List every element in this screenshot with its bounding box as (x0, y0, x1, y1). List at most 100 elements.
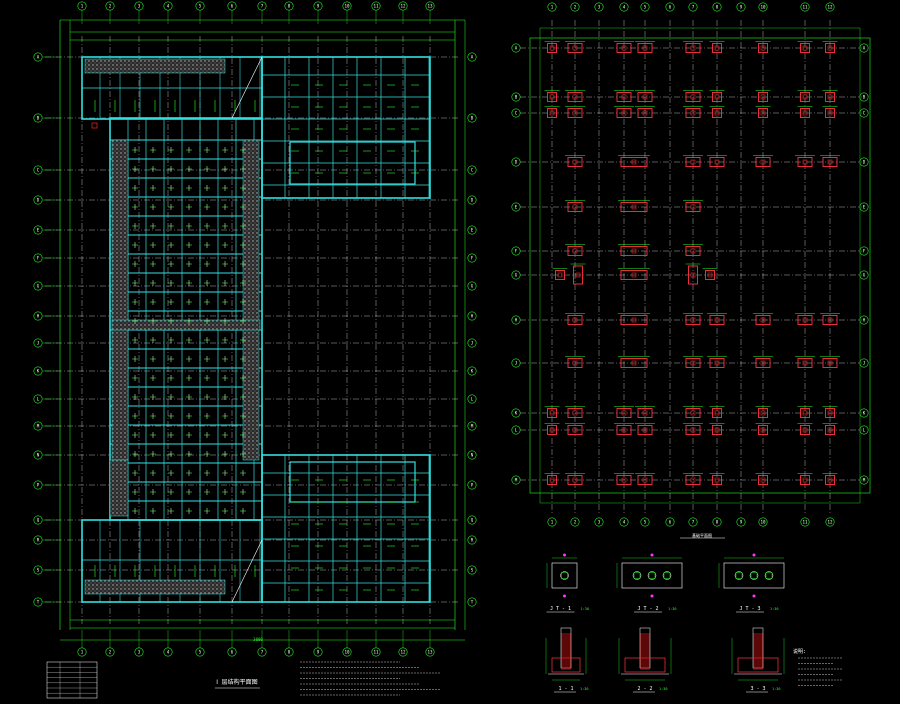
plan-right-top-axis-bubble-circle (758, 2, 768, 12)
plan-right-side-axis-bubble-circle (511, 202, 521, 212)
footing (637, 475, 653, 485)
plan-right-bottom-axis-bubble-circle (640, 517, 650, 527)
plan-right-side-axis-bubble-label: A (515, 46, 518, 51)
plan-right-bottom-axis-bubble-circle (758, 517, 768, 527)
footing (555, 270, 565, 280)
foundation-frame (539, 27, 861, 504)
footing (567, 425, 583, 435)
plan-right-side-axis-bubble-label: B (515, 95, 518, 100)
plan-left-top-axis-bubble-label: 10 (344, 4, 350, 9)
structural-outline (289, 141, 416, 185)
footing (755, 315, 771, 325)
plan-right-side-axis-bubble-label: E (515, 205, 518, 210)
plan-left-bottom-axis-bubble-label: 11 (373, 650, 379, 655)
notes-heading: 说明: (793, 648, 806, 655)
footing (547, 108, 557, 118)
footing-column (714, 360, 720, 366)
section-scale: 1:30 (659, 687, 667, 691)
plan-right-bottom-axis-bubble-circle (825, 517, 835, 527)
footing (705, 270, 715, 280)
plan-right-top-axis-bubble-label: 9 (740, 5, 743, 10)
plan-left-side-axis-bubble-label: T (37, 600, 40, 605)
section-label: 2 - 2 (637, 686, 652, 692)
footing-column (631, 317, 637, 323)
section-label: 1 - 1 (558, 686, 573, 692)
plan-left-bottom-axis-bubble-label: 6 (231, 650, 234, 655)
footing (567, 108, 583, 118)
plan-right-side-axis-bubble-label: K (863, 411, 866, 416)
plan-left-side-axis-bubble-label: P (471, 483, 474, 488)
plan-right-bottom-axis-bubble-label: 11 (802, 520, 808, 525)
footing-column (572, 248, 578, 254)
plan-left-side-axis-bubble-circle (467, 225, 477, 235)
footing-column (760, 360, 766, 366)
plan-left-side-axis-bubble-circle (467, 515, 477, 525)
plan-right-title: 基础平面图 (692, 532, 712, 538)
plan-left-side-axis-bubble-circle (33, 52, 43, 62)
plan-right-side-axis-bubble-label: F (863, 249, 866, 254)
plan-right-top-axis-bubble-label: 6 (669, 5, 672, 10)
plan-left-side-axis-bubble-label: R (37, 538, 40, 543)
plan-right-side-axis-bubble-circle (511, 108, 521, 118)
plan-left-side-axis-bubble-label: S (471, 568, 474, 573)
footing (620, 270, 648, 280)
plan-left-side-axis-bubble-circle (467, 338, 477, 348)
footing-column (690, 159, 696, 165)
plan-right-bottom-axis-bubble-label: 4 (623, 520, 626, 525)
stair-diagonal (231, 56, 263, 119)
plan-left-side-axis-bubble-label: L (37, 397, 40, 402)
footing-column (714, 159, 720, 165)
plan-right-bottom-axis-bubble-circle (736, 517, 746, 527)
footing-column (690, 248, 696, 254)
footing (758, 43, 768, 53)
footing (822, 315, 838, 325)
pile-circle (647, 571, 657, 580)
footing-column (760, 159, 766, 165)
plan-right-side-axis-bubble-circle (511, 270, 521, 280)
plan-left-top-axis-bubble-label: 13 (427, 4, 433, 9)
masonry-wall-hatch (109, 459, 129, 517)
footing (685, 92, 701, 102)
footing-column (827, 110, 833, 116)
footing (567, 358, 583, 368)
plan-left-side-axis-bubble-circle (33, 535, 43, 545)
plan-left-title: Ⅰ 层结构平面图 (216, 678, 257, 686)
detail-marker (650, 553, 654, 557)
drawing-notes (798, 657, 842, 686)
footing (616, 108, 632, 118)
footing (547, 92, 557, 102)
detail-marker (752, 553, 756, 557)
footing (620, 358, 648, 368)
plan-right-side-axis-bubble-circle (859, 108, 869, 118)
plan-left-side-axis-bubble-circle (467, 253, 477, 263)
masonry-wall-hatch (111, 139, 129, 461)
footing-column (572, 360, 578, 366)
plan-right-top-axis-bubble-circle (594, 2, 604, 12)
plan-right-side-axis-bubble-circle (859, 315, 869, 325)
plan-right-side-axis-bubble-circle (511, 315, 521, 325)
plan-right-bottom-axis-bubble-circle (665, 517, 675, 527)
plan-left-top-axis-bubble-label: 4 (167, 4, 170, 9)
footing (825, 43, 835, 53)
footing (712, 92, 722, 102)
plan-right-top-axis-bubble-label: 10 (760, 5, 766, 10)
plan-left-side-axis-bubble-label: E (37, 228, 40, 233)
footing (825, 92, 835, 102)
footing (616, 92, 632, 102)
footing-column (621, 94, 627, 100)
plan-right-side-axis-bubble-label: L (863, 428, 866, 433)
plan-left-bottom-axis-bubble-label: 7 (261, 650, 264, 655)
footing (637, 425, 653, 435)
plan-right-top-axis-bubble-label: 7 (692, 5, 695, 10)
plan-right-bottom-axis-bubble-label: 12 (827, 520, 833, 525)
detail-marker (563, 553, 566, 557)
plan-right-top-axis-bubble-label: 8 (716, 5, 719, 10)
plan-left-side-axis-bubble-label: H (471, 314, 474, 319)
plan-right-side-axis-bubble-label: D (863, 160, 866, 165)
plan-right-top-axis-bubble-circle (570, 2, 580, 12)
plan-left-side-axis-bubble-label: K (471, 369, 474, 374)
footing-column (760, 110, 766, 116)
plan-left-side-axis-bubble-label: Q (37, 518, 40, 523)
plan-left-side-axis-bubble-circle (33, 113, 43, 123)
